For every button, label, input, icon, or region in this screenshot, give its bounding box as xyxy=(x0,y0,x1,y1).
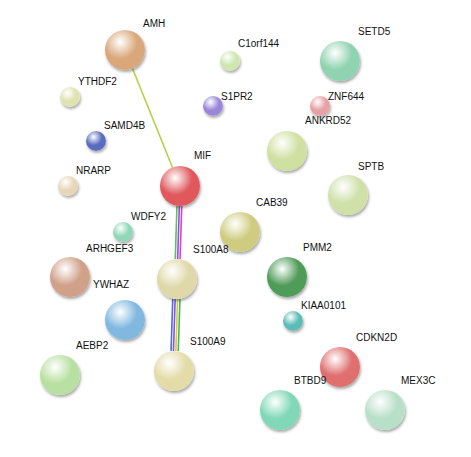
node-label: WDFY2 xyxy=(131,211,166,222)
node-label: MEX3C xyxy=(401,375,435,386)
node-label: NRARP xyxy=(76,165,111,176)
protein-node: S100A9 xyxy=(154,351,194,391)
node-label: AEBP2 xyxy=(76,340,108,351)
node-label: MIF xyxy=(194,150,211,161)
node-label: CDKN2D xyxy=(356,332,397,343)
protein-node: C1orf144 xyxy=(220,51,240,71)
protein-node: YTHDF2 xyxy=(60,87,80,107)
node-label: C1orf144 xyxy=(238,38,279,49)
protein-node: AMH xyxy=(105,30,145,70)
protein-node: ARHGEF3 xyxy=(50,257,90,297)
protein-node: WDFY2 xyxy=(113,222,133,242)
protein-node: MIF xyxy=(160,166,200,206)
protein-node: AEBP2 xyxy=(40,355,80,395)
protein-node: YWHAZ xyxy=(105,300,145,340)
protein-node: MEX3C xyxy=(365,390,405,430)
node-label: AMH xyxy=(143,18,165,29)
interaction-edge xyxy=(175,206,182,259)
protein-node: SAMD4B xyxy=(86,131,106,151)
protein-node: ZNF644 xyxy=(310,96,330,116)
evidence-line xyxy=(173,299,175,351)
node-label: CAB39 xyxy=(256,197,288,208)
node-label: YWHAZ xyxy=(93,279,129,290)
protein-node: BTBD9 xyxy=(260,390,300,430)
node-label: ZNF644 xyxy=(328,91,364,102)
protein-node: SPTB xyxy=(328,175,368,215)
node-label: S100A8 xyxy=(193,244,229,255)
node-label: YTHDF2 xyxy=(78,76,117,87)
protein-node: NRARP xyxy=(58,176,78,196)
protein-node: ANKRD52 xyxy=(267,131,307,171)
protein-node: S100A8 xyxy=(157,259,197,299)
evidence-line xyxy=(180,206,182,259)
interaction-edge xyxy=(171,299,180,351)
interaction-edge xyxy=(132,69,172,168)
evidence-line xyxy=(178,206,180,259)
node-label: ANKRD52 xyxy=(305,115,351,126)
node-label: SPTB xyxy=(358,161,384,172)
evidence-line xyxy=(175,206,177,259)
node-label: PMM2 xyxy=(303,242,332,253)
evidence-line xyxy=(171,299,173,351)
node-label: S1PR2 xyxy=(221,91,253,102)
evidence-line xyxy=(132,69,172,168)
node-label: SAMD4B xyxy=(104,120,145,131)
protein-node: S1PR2 xyxy=(203,96,223,116)
node-label: ARHGEF3 xyxy=(86,243,133,254)
node-label: S100A9 xyxy=(190,336,226,347)
evidence-line xyxy=(178,299,180,351)
node-label: KIAA0101 xyxy=(301,300,346,311)
evidence-line xyxy=(176,299,178,351)
node-label: SETD5 xyxy=(358,26,390,37)
node-label: BTBD9 xyxy=(294,375,326,386)
protein-node: SETD5 xyxy=(320,41,360,81)
protein-node: KIAA0101 xyxy=(283,311,303,331)
protein-node: PMM2 xyxy=(267,257,307,297)
